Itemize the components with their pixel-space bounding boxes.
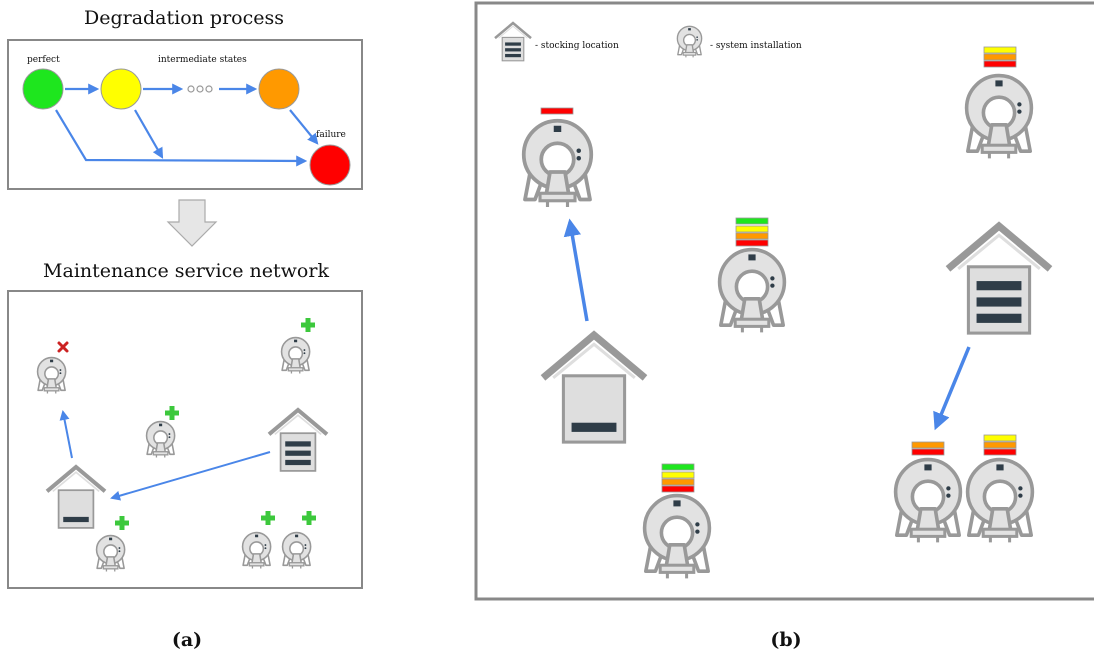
degradation-title: Degradation process — [84, 7, 284, 29]
legend-stocking-label: - stocking location — [535, 41, 619, 51]
condition-bars — [661, 463, 695, 493]
state-perfect — [22, 68, 64, 110]
condition-bars — [911, 441, 945, 456]
condition-bars — [983, 434, 1017, 456]
network-arrows — [59, 410, 271, 501]
label-perfect: perfect — [27, 55, 60, 65]
down-arrow-icon — [166, 199, 218, 247]
state-failure — [309, 144, 351, 186]
state-intermediate-orange — [258, 68, 300, 110]
failure-cross-icon — [57, 341, 69, 353]
legend-system-label: - system installation — [710, 41, 802, 51]
condition-bars — [540, 107, 574, 115]
network-arrows-b — [563, 218, 971, 431]
degradation-arrows — [55, 83, 319, 167]
label-intermediate-states: intermediate states — [158, 55, 247, 65]
condition-bars — [983, 46, 1017, 68]
ellipsis-dots — [187, 85, 213, 93]
state-intermediate-yellow — [100, 68, 142, 110]
label-failure: failure — [316, 130, 346, 140]
network-title: Maintenance service network — [43, 260, 329, 282]
condition-bars — [735, 217, 769, 247]
caption-b: (b) — [770, 629, 801, 651]
caption-a: (a) — [172, 629, 202, 651]
